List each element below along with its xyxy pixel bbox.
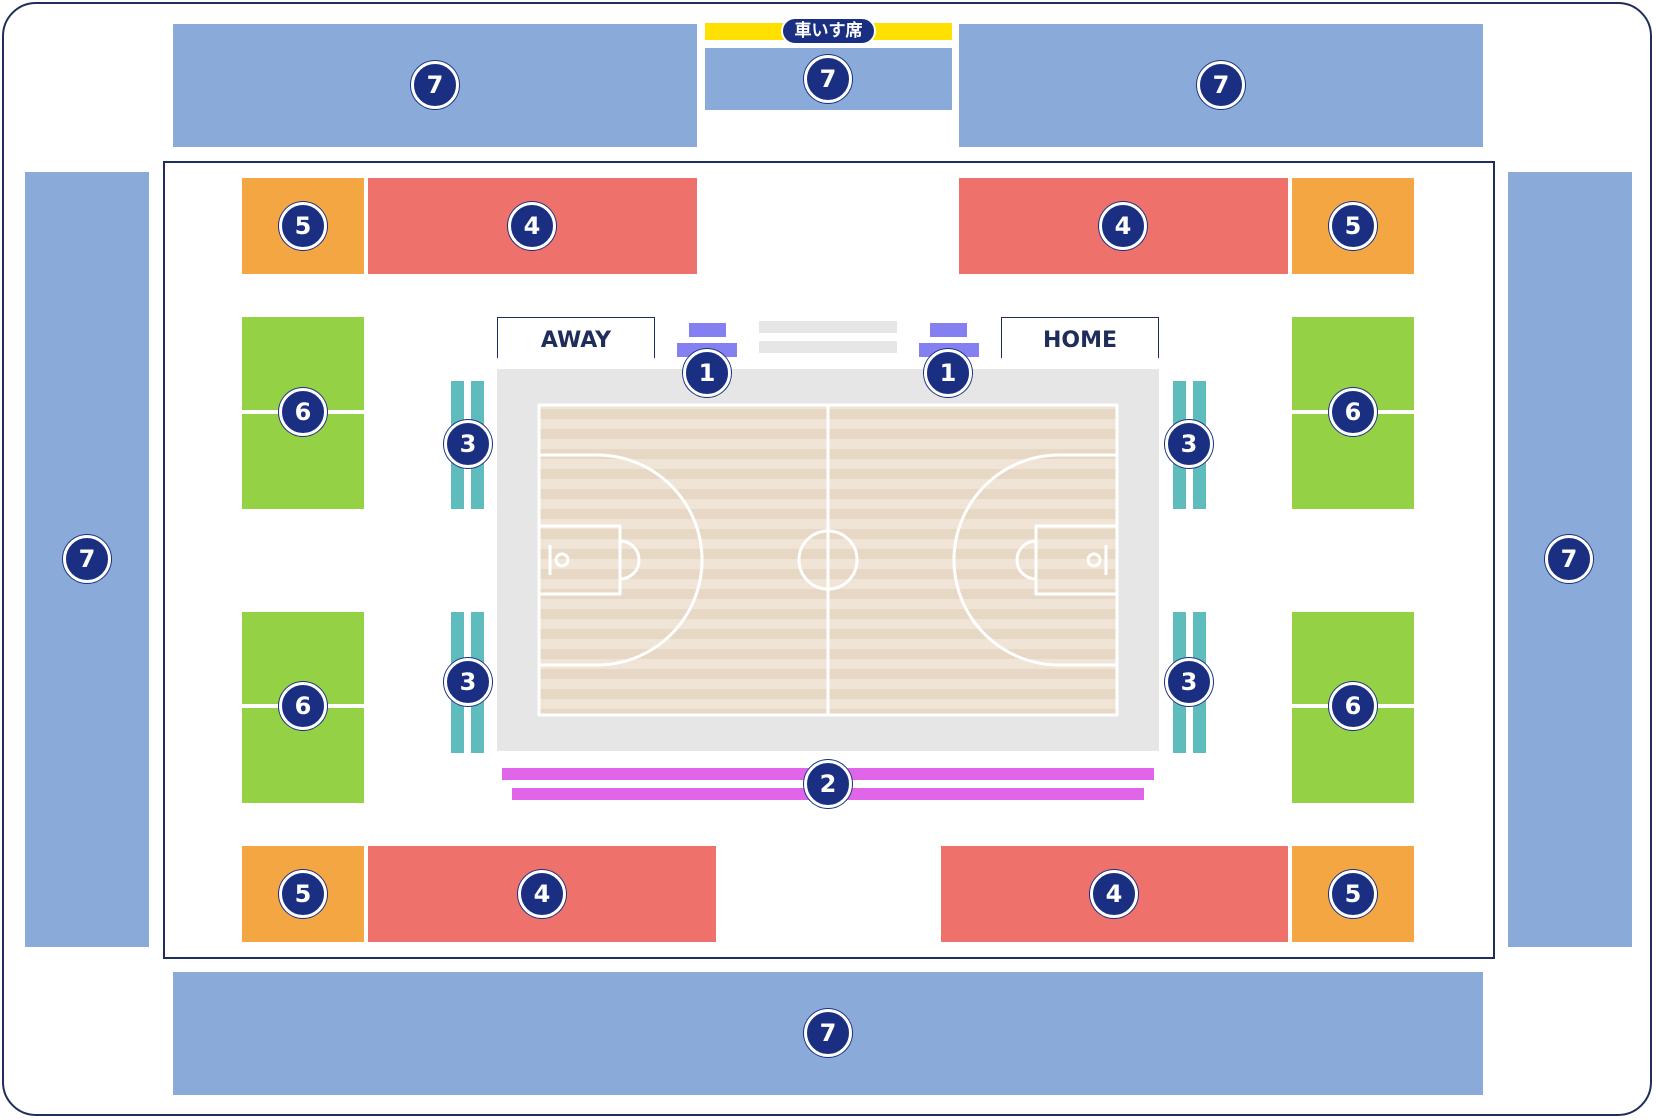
scorer-table: [759, 341, 897, 353]
section-7-badge[interactable]: 7: [1197, 61, 1245, 109]
section-1-badge[interactable]: 1: [924, 349, 972, 397]
section-7-badge[interactable]: 7: [804, 1009, 852, 1057]
section-5-badge[interactable]: 5: [1329, 202, 1377, 250]
section-6-badge[interactable]: 6: [279, 682, 327, 730]
wheelchair-seating-label: 車いす席: [781, 17, 876, 45]
section-7-badge[interactable]: 7: [1545, 535, 1593, 583]
home-bench: HOME: [1001, 317, 1159, 358]
section-6-badge[interactable]: 6: [1329, 388, 1377, 436]
section-7-badge[interactable]: 7: [804, 55, 852, 103]
section-6-badge[interactable]: 6: [1329, 682, 1377, 730]
section-7-badge[interactable]: 7: [63, 535, 111, 583]
section-1-seat[interactable]: [930, 323, 967, 337]
section-7-badge[interactable]: 7: [411, 61, 459, 109]
section-3-badge[interactable]: 3: [1165, 658, 1213, 706]
section-6-badge[interactable]: 6: [279, 388, 327, 436]
section-5-badge[interactable]: 5: [1329, 870, 1377, 918]
scorer-table: [759, 321, 897, 333]
section-5-badge[interactable]: 5: [279, 870, 327, 918]
section-1-badge[interactable]: 1: [683, 349, 731, 397]
basketball-court: [537, 403, 1119, 717]
section-4-badge[interactable]: 4: [518, 870, 566, 918]
section-3-badge[interactable]: 3: [1165, 420, 1213, 468]
section-1-seat[interactable]: [689, 323, 726, 337]
section-4-badge[interactable]: 4: [508, 202, 556, 250]
away-bench: AWAY: [497, 317, 655, 358]
section-5-badge[interactable]: 5: [279, 202, 327, 250]
section-2-badge[interactable]: 2: [804, 760, 852, 808]
section-3-badge[interactable]: 3: [444, 658, 492, 706]
section-4-badge[interactable]: 4: [1090, 870, 1138, 918]
section-3-badge[interactable]: 3: [444, 420, 492, 468]
section-4-badge[interactable]: 4: [1099, 202, 1147, 250]
